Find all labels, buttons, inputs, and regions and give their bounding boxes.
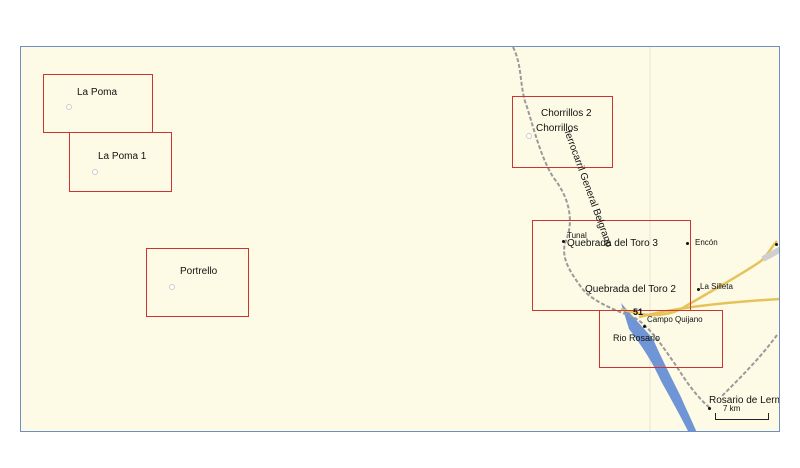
area-box-chorrillos[interactable]: [512, 96, 613, 168]
area-box-la-poma-1[interactable]: [69, 132, 172, 192]
route-label-51: 51: [633, 307, 644, 317]
road-2: [638, 297, 779, 319]
place-label-campo-quijano: Campo Quijano: [647, 315, 703, 324]
area-box-la-poma[interactable]: [43, 74, 153, 133]
place-marker: [92, 169, 98, 175]
area-label-chorrillos: Chorrillos: [536, 123, 579, 134]
scale-label: 7 km: [723, 404, 741, 413]
place-marker: [169, 284, 175, 290]
area-label-quebrada-del-toro-3: Quebrada del Toro 3: [567, 238, 658, 249]
area-label-la-poma: La Poma: [77, 87, 118, 98]
map-canvas[interactable]: La Poma La Poma 1 Portrello Chorrillos 2…: [20, 46, 780, 432]
area-box-portrello[interactable]: [146, 248, 249, 317]
area-label-portrello: Portrello: [180, 266, 218, 277]
railway: [512, 47, 712, 410]
scale-bar: [715, 413, 769, 420]
place-label-la-silleta: La Silleta: [700, 282, 733, 291]
railway-branch: [720, 334, 778, 398]
place-marker: [526, 133, 532, 139]
area-label-chorrillos-2: Chorrillos 2: [541, 108, 592, 119]
area-label-rio-rosario: Rio Rosario: [613, 333, 661, 343]
place-label-rosario-de-lerma: Rosario de Lerma: [709, 395, 779, 406]
place-marker: [562, 240, 565, 243]
place-marker: [697, 288, 700, 291]
place-label-encon: Encón: [695, 238, 718, 247]
place-marker: [686, 242, 689, 245]
place-label-tunal: Tunal: [567, 231, 587, 240]
place-marker: [708, 407, 711, 410]
urban-road: [761, 246, 779, 262]
place-marker: [643, 325, 646, 328]
area-box-rio-rosario[interactable]: [599, 310, 723, 368]
area-box-quebrada-del-toro[interactable]: [532, 220, 691, 311]
place-marker: [775, 243, 778, 246]
place-marker: [66, 104, 72, 110]
area-label-quebrada-del-toro-2: Quebrada del Toro 2: [585, 284, 676, 295]
area-label-la-poma-1: La Poma 1: [98, 151, 147, 162]
